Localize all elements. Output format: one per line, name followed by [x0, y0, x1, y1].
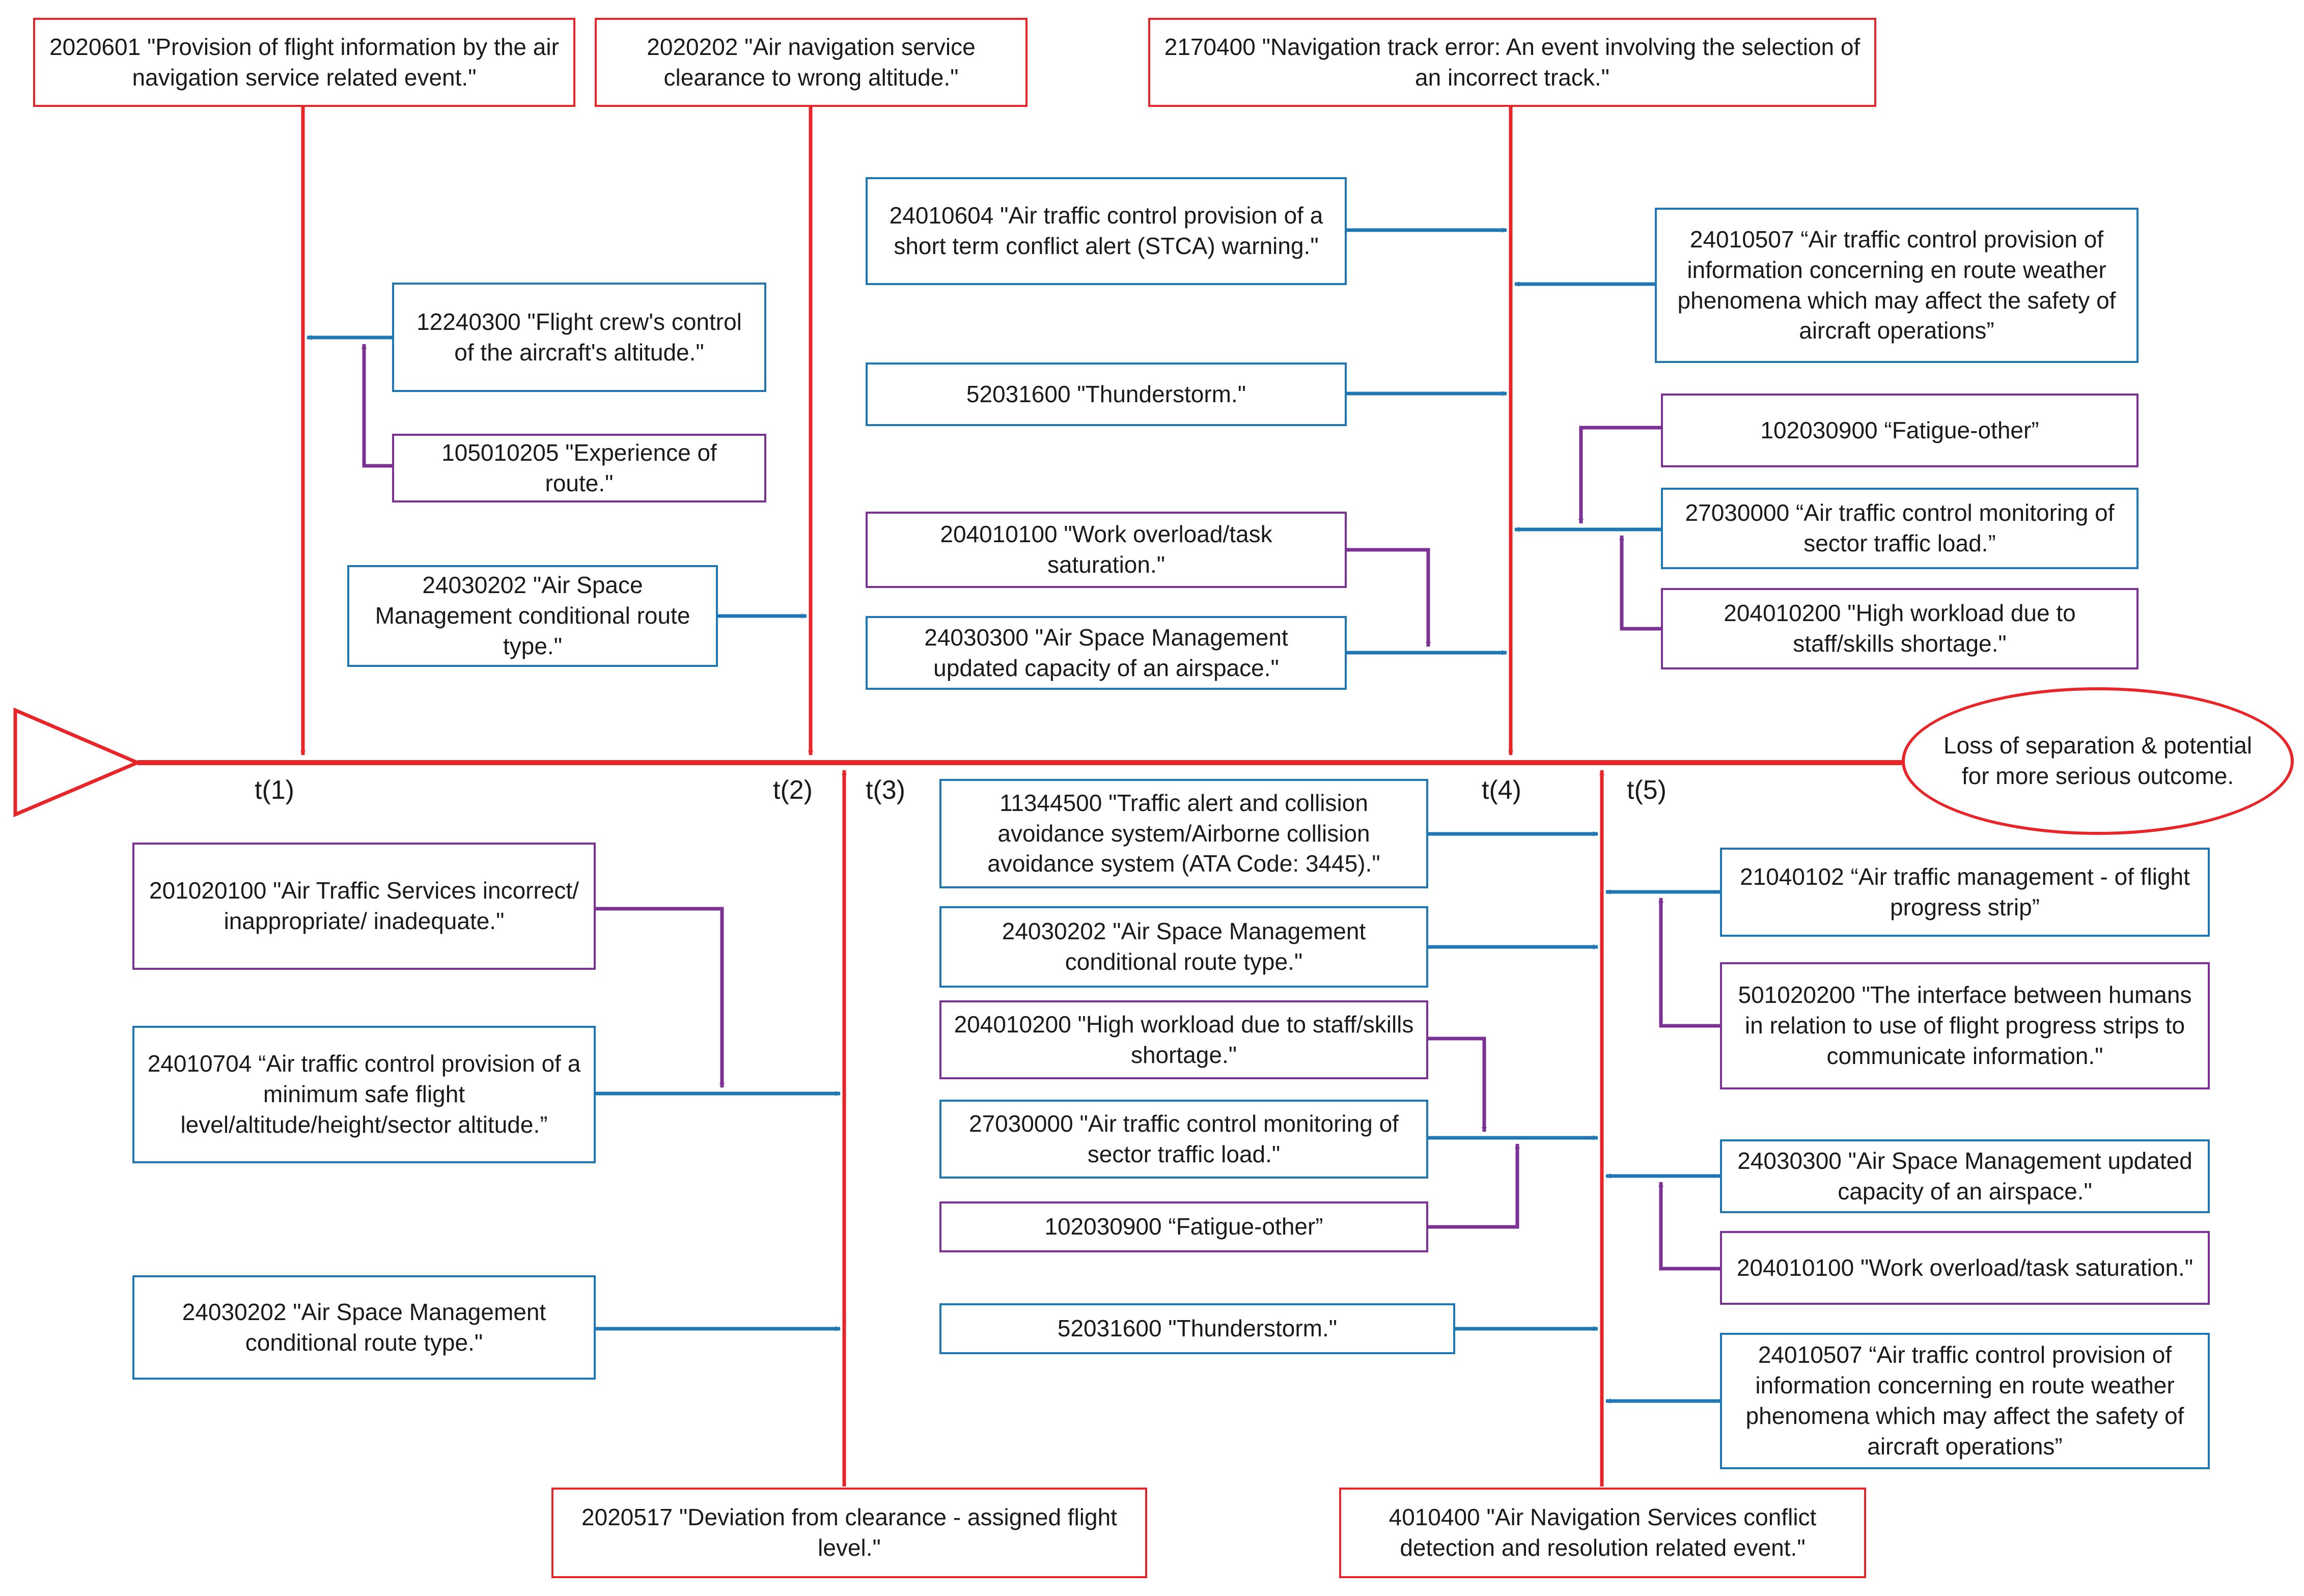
factor-text: 204010200 "High workload due to staff/sk…	[1724, 600, 2076, 657]
time-label-5: t(5)	[1627, 775, 1667, 805]
factor-text: 204010100 "Work overload/task saturation…	[940, 521, 1272, 578]
factor-text: 52031600 "Thunderstorm."	[1057, 1315, 1338, 1342]
event-box: 2020517 "Deviation from clearance - assi…	[551, 1488, 1147, 1578]
factor-box: 27030000 "Air traffic control monitoring…	[939, 1100, 1428, 1179]
factor-box: 204010200 "High workload due to staff/sk…	[939, 1000, 1428, 1079]
factor-text: 24030202 "Air Space Management condition…	[182, 1298, 546, 1356]
factor-f2-connector	[362, 344, 392, 468]
outcome-ellipse: Loss of separation & potential for more …	[1902, 687, 2294, 835]
factor-box: 204010100 "Work overload/task saturation…	[1720, 1231, 2210, 1305]
factor-box: 52031600 "Thunderstorm."	[866, 362, 1347, 426]
factor-text: 102030900 “Fatigue-other”	[1044, 1213, 1323, 1240]
time-label-2: t(2)	[773, 775, 813, 805]
factor-box: 24010604 "Air traffic control provision …	[866, 177, 1347, 285]
factor-text: 12240300 "Flight crew's control of the a…	[417, 308, 742, 366]
event-box: 2170400 "Navigation track error: An even…	[1148, 18, 1876, 107]
factor-box: 24010704 “Air traffic control provision …	[132, 1026, 596, 1163]
factor-box: 204010100 "Work overload/task saturation…	[866, 512, 1347, 588]
factor-box: 12240300 "Flight crew's control of the a…	[392, 283, 766, 392]
factor-text: 24030202 "Air Space Management condition…	[375, 572, 690, 659]
factor-box: 204010200 "High workload due to staff/sk…	[1661, 588, 2139, 669]
factor-text: 24010704 “Air traffic control provision …	[147, 1050, 581, 1138]
event-box: 4010400 "Air Navigation Services conflic…	[1339, 1488, 1866, 1578]
factor-text: 21040102 “Air traffic management - of fl…	[1740, 863, 2190, 920]
factor-f17-connector	[1428, 1037, 1487, 1132]
factor-box: 24030202 "Air Space Management condition…	[939, 906, 1428, 988]
factor-box: 24030202 "Air Space Management condition…	[132, 1275, 596, 1380]
factor-box: 11344500 "Traffic alert and collision av…	[939, 779, 1428, 888]
factor-text: 105010205 "Experience of route."	[441, 439, 717, 496]
factor-box: 24030300 "Air Space Management updated c…	[1720, 1139, 2210, 1213]
factor-text: 102030900 “Fatigue-other”	[1760, 416, 2039, 443]
factor-text: 24030202 "Air Space Management condition…	[1002, 918, 1366, 975]
factor-f22-connector	[1658, 898, 1720, 1028]
factor-text: 24010507 “Air traffic control provision …	[1677, 226, 2116, 344]
factor-text: 24010507 “Air traffic control provision …	[1745, 1341, 2184, 1460]
event-text: 2020517 "Deviation from clearance - assi…	[581, 1504, 1117, 1561]
factor-box: 105010205 "Experience of route."	[392, 434, 766, 502]
factor-f12-connector	[596, 907, 725, 1088]
factor-text: 204010200 "High workload due to staff/sk…	[954, 1011, 1414, 1068]
factor-box: 102030900 “Fatigue-other”	[1661, 394, 2139, 467]
factor-box: 24030300 "Air Space Management updated c…	[866, 616, 1347, 690]
factor-box: 27030000 “Air traffic control monitoring…	[1661, 488, 2139, 569]
event-text: 2170400 "Navigation track error: An even…	[1164, 33, 1861, 91]
time-label-4: t(4)	[1482, 775, 1521, 805]
time-label-3: t(3)	[866, 775, 905, 805]
factor-box: 24010507 “Air traffic control provision …	[1720, 1333, 2210, 1469]
factor-text: 52031600 "Thunderstorm."	[966, 380, 1246, 407]
factor-text: 201020100 "Air Traffic Services incorrec…	[149, 877, 579, 934]
factor-box: 24030202 "Air Space Management condition…	[347, 565, 718, 667]
factor-text: 11344500 "Traffic alert and collision av…	[987, 789, 1380, 877]
factor-f24-connector	[1658, 1182, 1720, 1271]
factor-text: 24030300 "Air Space Management updated c…	[924, 624, 1288, 681]
factor-text: 501020200 "The interface between humans …	[1738, 982, 2192, 1069]
event-text: 4010400 "Air Navigation Services conflic…	[1389, 1504, 1817, 1561]
factor-f11-connector	[1619, 535, 1661, 631]
factor-text: 27030000 “Air traffic control monitoring…	[1685, 499, 2115, 556]
outcome-text: Loss of separation & potential for more …	[1943, 732, 2253, 789]
factor-box: 201020100 "Air Traffic Services incorrec…	[132, 843, 596, 970]
factor-box: 24010507 “Air traffic control provision …	[1655, 208, 2139, 363]
factor-box: 21040102 “Air traffic management - of fl…	[1720, 848, 2210, 937]
factor-box: 52031600 "Thunderstorm."	[939, 1303, 1455, 1354]
event-box: 2020202 "Air navigation service clearanc…	[595, 18, 1028, 107]
time-label-1: t(1)	[255, 775, 294, 805]
timeline-start-triangle	[13, 707, 142, 818]
factor-f6-connector	[1347, 548, 1431, 647]
event-box: 2020601 "Provision of flight information…	[33, 18, 575, 107]
event-text: 2020202 "Air navigation service clearanc…	[647, 33, 976, 91]
factor-f19-connector	[1428, 1143, 1520, 1229]
factor-box: 102030900 “Fatigue-other”	[939, 1201, 1428, 1252]
factor-text: 24030300 "Air Space Management updated c…	[1737, 1147, 2192, 1205]
factor-f9-connector	[1578, 426, 1661, 524]
factor-text: 27030000 "Air traffic control monitoring…	[969, 1110, 1399, 1167]
factor-text: 24010604 "Air traffic control provision …	[889, 202, 1323, 259]
factor-box: 501020200 "The interface between humans …	[1720, 962, 2210, 1089]
event-text: 2020601 "Provision of flight information…	[49, 33, 559, 91]
factor-text: 204010100 "Work overload/task saturation…	[1736, 1254, 2194, 1281]
